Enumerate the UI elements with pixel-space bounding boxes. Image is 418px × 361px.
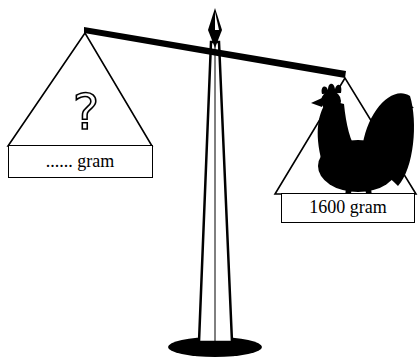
- right-pan-hanger: [275, 78, 416, 194]
- scale-pole-line: [215, 42, 216, 342]
- scale-pointer: [208, 8, 222, 48]
- weight-box: 1600 gram: [281, 193, 415, 223]
- pointer-highlight: [215, 12, 219, 30]
- scale-pole: [199, 42, 232, 342]
- left-pan-hanger: [8, 33, 152, 146]
- question-mark: ?: [73, 87, 100, 137]
- weight-label: 1600 gram: [309, 198, 386, 218]
- weight-box: ...... gram: [8, 145, 153, 178]
- weight-label: ...... gram: [46, 152, 114, 172]
